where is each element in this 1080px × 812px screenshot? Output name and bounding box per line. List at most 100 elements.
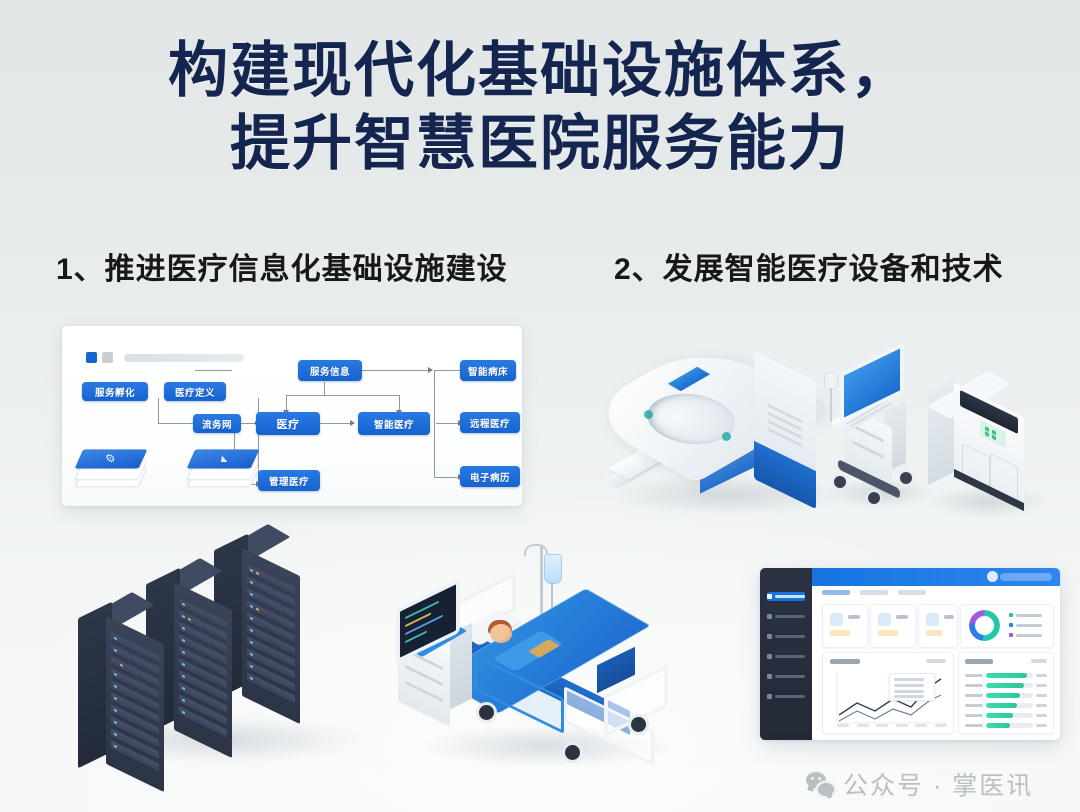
avatar[interactable] (987, 571, 998, 582)
toolbar-gray-square-icon (102, 352, 113, 363)
sidebar-item-icon (767, 694, 772, 699)
bed-caster (628, 714, 649, 735)
chart-tooltip (889, 673, 935, 701)
sidebar-item-label (775, 655, 805, 658)
kpi-value (926, 630, 942, 636)
dashboard-tabs (822, 590, 926, 595)
toolbar-blue-square-icon (86, 352, 97, 363)
stack-top-layer: ▲ (186, 449, 260, 469)
ct-scanner-illustration (576, 328, 854, 518)
iv-tube (551, 582, 553, 628)
ct-indicator-icon (644, 410, 653, 419)
dashboard-sidebar (760, 568, 812, 740)
rack-front (242, 547, 300, 725)
list-row (965, 723, 1047, 728)
flow-connector (158, 423, 194, 425)
probe-cord (830, 388, 832, 422)
flow-connector (258, 398, 260, 424)
flow-arrow (350, 420, 355, 426)
kpi-icon (926, 613, 939, 626)
ultrasound-cart-illustration (824, 342, 934, 514)
lab-analyzer-illustration (927, 371, 1048, 518)
flow-node-zhinengyiliao[interactable]: 智能医疗 (358, 412, 430, 435)
chart-glyph-icon: ▲ (215, 452, 231, 465)
sidebar-item[interactable] (767, 692, 805, 701)
sidebar-item-label (775, 595, 805, 598)
donut-chart-card (960, 604, 1054, 648)
list-row (965, 713, 1047, 718)
kpi-card (870, 604, 916, 648)
section-heading-1: 1、推进医疗信息化基础设施建设 (56, 253, 508, 286)
line-chart-card (822, 652, 954, 734)
list-row (965, 683, 1047, 688)
flowchart-toolbar (86, 352, 244, 363)
flowchart-canvas: 服务孵化 医疗定义 流务网 服务信息 智能病床 医疗 智能医疗 远程医疗 管理医… (62, 326, 522, 506)
iv-hook-icon (524, 544, 548, 556)
flow-node-yiliao[interactable]: 医疗 (256, 412, 320, 435)
server-racks-illustration (70, 524, 370, 793)
section-heading-2: 2、发展智能医疗设备和技术 (614, 253, 1004, 286)
sidebar-item-icon (767, 614, 772, 619)
flow-connector (195, 370, 232, 372)
flow-node-dianzibingli[interactable]: 电子病历 (460, 466, 520, 487)
sidebar-item-label (775, 675, 805, 678)
flow-connector (434, 370, 460, 372)
flow-connector (286, 395, 288, 411)
chart-x-axis (837, 724, 947, 727)
sidebar-item[interactable] (767, 672, 805, 681)
list-row (965, 673, 1047, 678)
sidebar-item[interactable] (767, 612, 805, 621)
sidebar-item-active[interactable] (767, 592, 805, 601)
watermark-text: 公众号 · 掌医讯 (843, 772, 1034, 800)
flow-node-fuwufuhua[interactable]: 服务孵化 (82, 382, 148, 401)
flow-node-guanliyiliao[interactable]: 管理医疗 (258, 470, 320, 491)
flow-arrow (428, 367, 433, 373)
section-headings: 1、推进医疗信息化基础设施建设 2、发展智能医疗设备和技术 (0, 244, 1080, 292)
flow-node-zhinengbingchuang[interactable]: 智能病床 (460, 360, 516, 381)
flow-node-yuanchengyiliao[interactable]: 远程医疗 (460, 412, 520, 433)
dashboard-mockup (760, 568, 1060, 740)
sidebar-item[interactable] (767, 652, 805, 661)
dashboard-header (812, 568, 1060, 586)
flow-connector (158, 398, 160, 424)
title-line-1: 构建现代化基础设施体系， (168, 37, 912, 104)
watermark: 公众号 · 掌医讯 (806, 766, 1033, 802)
kpi-value (878, 630, 898, 636)
data-stack-icon-right: ▲ (186, 432, 260, 487)
legend-entry (1009, 623, 1042, 627)
ranking-list-card (958, 652, 1054, 734)
tab-settings[interactable] (898, 590, 926, 595)
chart-legend (926, 659, 946, 663)
list-subtitle (1031, 659, 1047, 663)
flow-connector (399, 395, 401, 411)
donut-chart (969, 610, 1000, 641)
list-title (965, 659, 993, 664)
flow-connector (362, 370, 430, 372)
flow-connector (258, 423, 260, 481)
list-row (965, 693, 1047, 698)
sidebar-item[interactable] (767, 632, 805, 641)
flow-node-fuwuxinxi[interactable]: 服务信息 (298, 360, 362, 381)
kpi-title (896, 615, 908, 619)
toolbar-progress-bar (124, 353, 244, 362)
chart-title (830, 659, 860, 664)
sidebar-item-icon (767, 634, 772, 639)
tab-reports[interactable] (860, 590, 888, 595)
legend-entry (1009, 633, 1042, 637)
tab-overview[interactable] (822, 590, 850, 595)
rack-front (174, 581, 232, 759)
flow-connector (434, 477, 460, 479)
kpi-card (822, 604, 868, 648)
hospital-bed-illustration (392, 536, 682, 772)
iv-bag (544, 554, 562, 584)
flow-connector (320, 423, 354, 425)
flow-node-liuwuwang[interactable]: 流务网 (193, 414, 241, 433)
flow-node-yiliaodingyi[interactable]: 医疗定义 (164, 382, 226, 401)
sidebar-item-icon (767, 654, 772, 659)
stack-top-layer: ⚙ (74, 449, 148, 469)
kpi-title (944, 615, 954, 619)
header-user-label (1000, 573, 1052, 581)
legend-entry (1009, 613, 1042, 617)
sidebar-item-icon (767, 674, 772, 679)
